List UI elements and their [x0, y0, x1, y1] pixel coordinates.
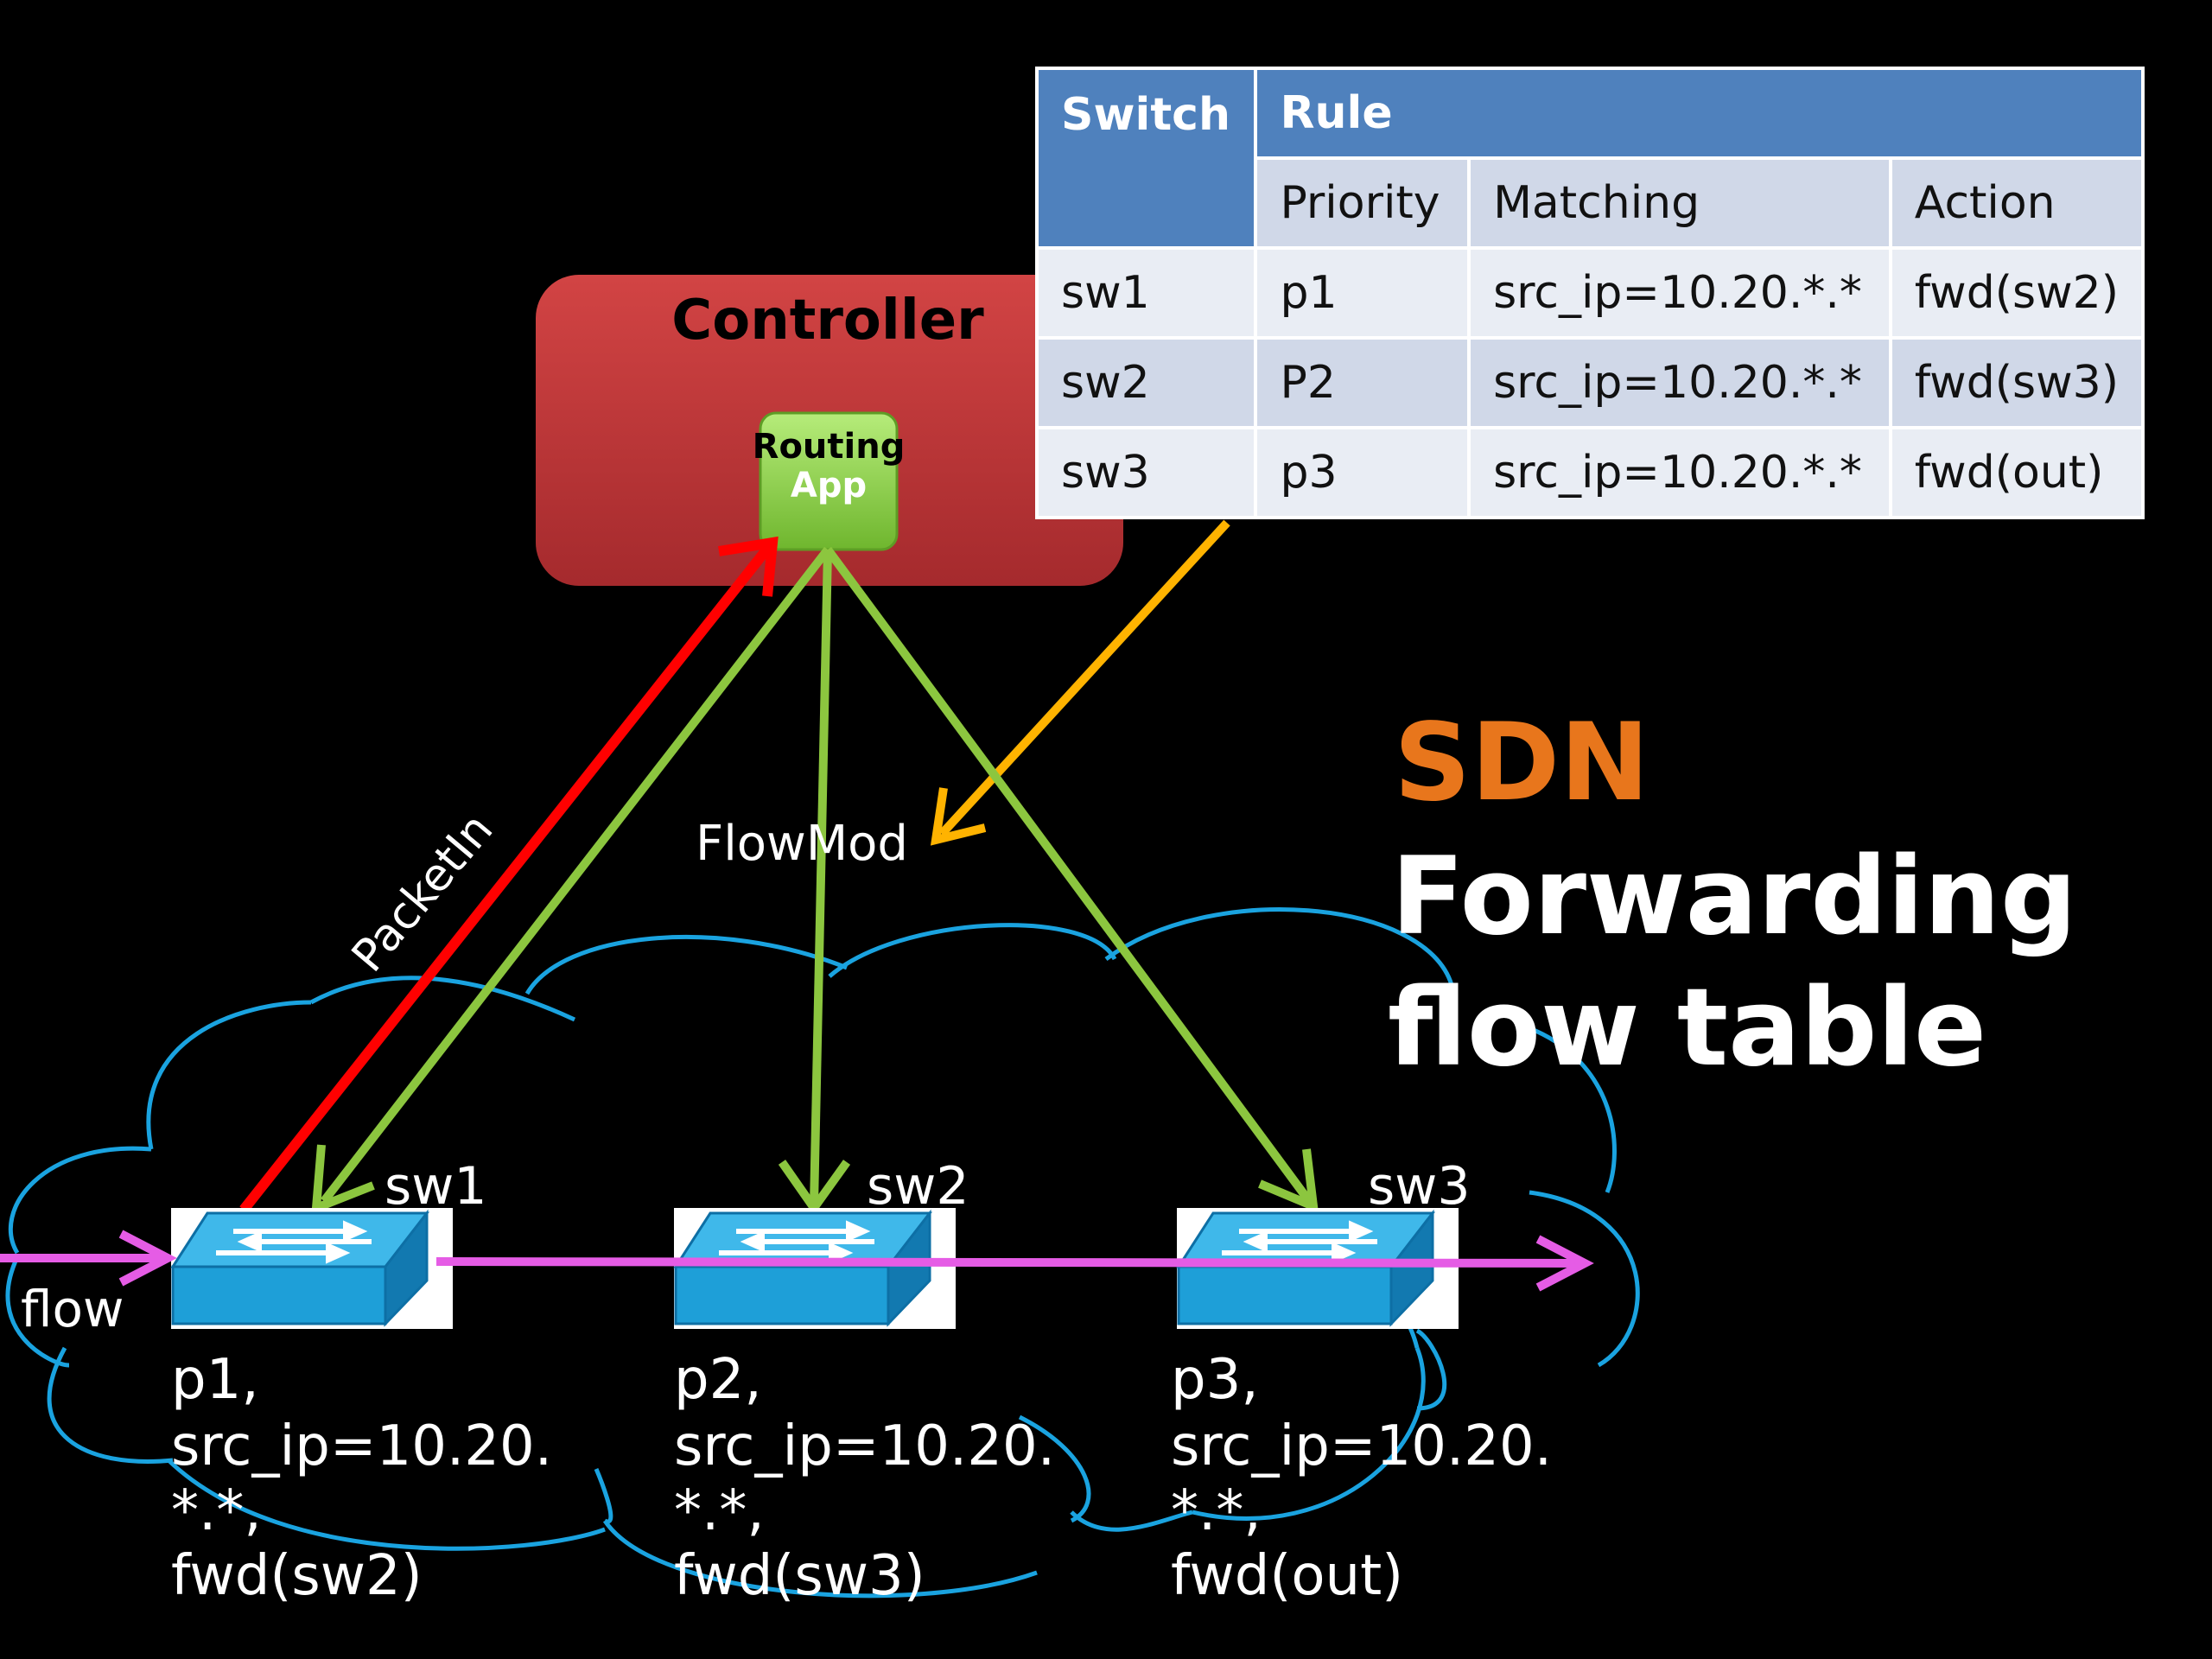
title-forwarding: Forwarding: [1391, 835, 2077, 959]
rule-line: src_ip=10.20.: [674, 1414, 1055, 1478]
rule-line: fwd(sw3): [674, 1544, 925, 1608]
rule-line: *.*,: [171, 1479, 262, 1543]
header-matching: Matching: [1471, 160, 1889, 246]
switch-sw1[interactable]: [170, 1208, 453, 1329]
packetin-label: PacketIn: [342, 804, 503, 982]
flowmod-arrows: [311, 546, 1319, 1216]
rule-line: p3,: [1171, 1348, 1259, 1412]
flow-label: flow: [21, 1280, 124, 1338]
rule-line: src_ip=10.20.: [1171, 1414, 1552, 1478]
header-priority: Priority: [1257, 160, 1468, 246]
switch-label-sw1: sw1: [385, 1156, 487, 1217]
title-sdn: SDN: [1394, 701, 1649, 825]
rule-line: fwd(sw2): [171, 1544, 423, 1608]
flow-table: Switch Rule Priority Matching Action sw1…: [1035, 67, 2145, 519]
header-rule: Rule: [1257, 70, 2141, 156]
switch-label-sw2: sw2: [867, 1156, 969, 1217]
network-cloud: [5, 907, 1640, 1599]
title-flow-table: flow table: [1388, 966, 1986, 1090]
cell-switch: sw1: [1039, 250, 1255, 336]
routing-app-label-line1: Routing: [753, 427, 906, 467]
rule-line: *.*,: [674, 1479, 765, 1543]
packetin-arrow: [239, 536, 779, 1213]
cell-priority: p3: [1257, 429, 1468, 516]
rule-line: src_ip=10.20.: [171, 1414, 552, 1478]
flow-arrows: [0, 1230, 1594, 1292]
cell-action: fwd(sw2): [1891, 250, 2141, 336]
rule-line: fwd(out): [1171, 1544, 1403, 1608]
header-action: Action: [1891, 160, 2141, 246]
switch-rule-sw2: p2, src_ip=10.20. *.*, fwd(sw3): [674, 1348, 1055, 1608]
cell-priority: p1: [1257, 250, 1468, 336]
switch-sw3[interactable]: [1176, 1208, 1459, 1329]
switch-rule-sw3: p3, src_ip=10.20. *.*, fwd(out): [1171, 1348, 1552, 1608]
switch-rule-sw1: p1, src_ip=10.20. *.*, fwd(sw2): [171, 1348, 552, 1608]
cell-matching: src_ip=10.20.*.*: [1471, 340, 1889, 426]
rule-line: p1,: [171, 1348, 259, 1412]
cell-switch: sw3: [1039, 429, 1255, 516]
routing-app-label-line2: App: [791, 466, 867, 505]
cell-switch: sw2: [1039, 340, 1255, 426]
cell-action: fwd(out): [1891, 429, 2141, 516]
table-row: sw2 P2 src_ip=10.20.*.* fwd(sw3): [1039, 340, 2141, 426]
rule-line: *.*,: [1171, 1479, 1262, 1543]
header-switch: Switch: [1039, 70, 1255, 246]
table-row: sw1 p1 src_ip=10.20.*.* fwd(sw2): [1039, 250, 2141, 336]
rule-line: p2,: [674, 1348, 762, 1412]
switch-label-sw3: sw3: [1368, 1156, 1471, 1217]
cell-matching: src_ip=10.20.*.*: [1471, 250, 1889, 336]
cell-action: fwd(sw3): [1891, 340, 2141, 426]
cell-matching: src_ip=10.20.*.*: [1471, 429, 1889, 516]
switch-sw2[interactable]: [673, 1208, 956, 1329]
controller-label: Controller: [671, 289, 984, 353]
table-to-flowmod-arrow: [930, 519, 1230, 846]
flowmod-label: FlowMod: [696, 816, 908, 872]
cell-priority: P2: [1257, 340, 1468, 426]
table-row: sw3 p3 src_ip=10.20.*.* fwd(out): [1039, 429, 2141, 516]
